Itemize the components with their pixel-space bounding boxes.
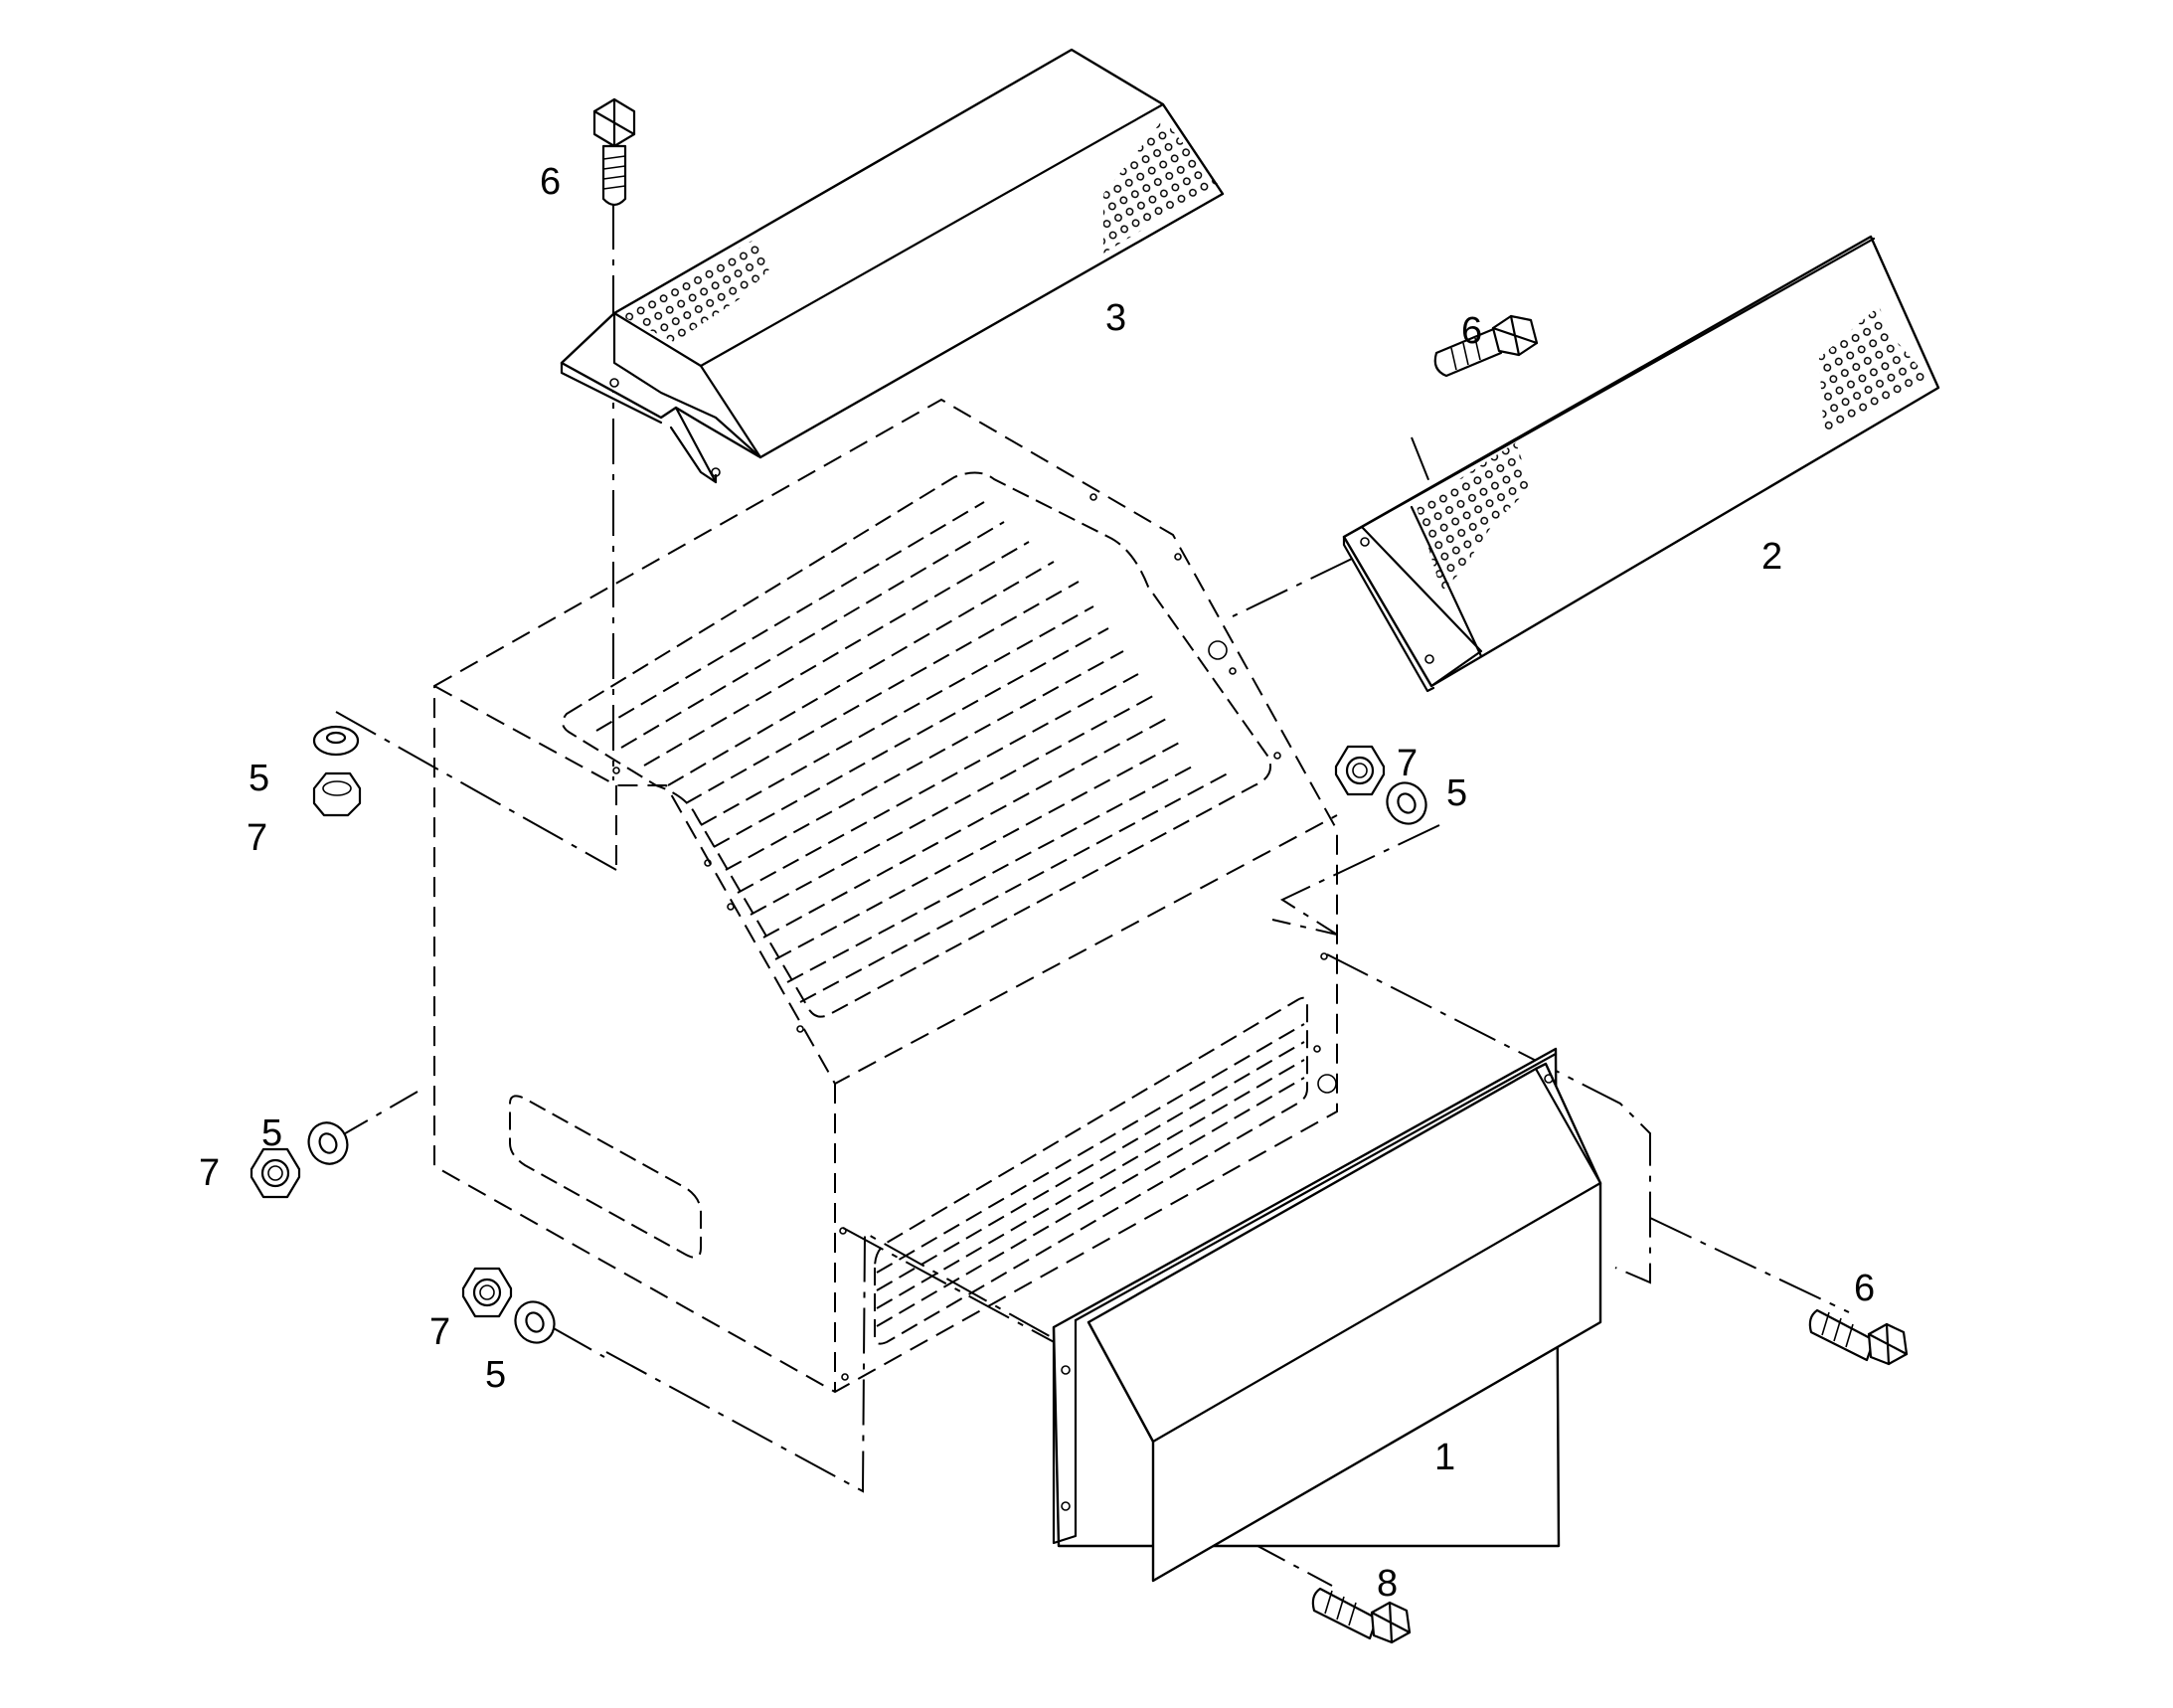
callout-3: 3: [1105, 297, 1126, 339]
callout-5-left-middle: 5: [261, 1112, 282, 1154]
nut-7-right: [1334, 745, 1386, 796]
callout-7-right: 7: [1397, 743, 1418, 784]
callout-6-right-top: 6: [1461, 310, 1482, 352]
washer-5-left-bottom: [506, 1293, 564, 1351]
bolt-8: [1311, 1587, 1412, 1644]
cover-3-top-grille: [560, 48, 1225, 484]
bolt-6-top: [592, 97, 636, 207]
callout-2: 2: [1761, 536, 1782, 578]
nut-7-left-top: [312, 771, 362, 817]
housing-phantom-outline: [433, 398, 1338, 1394]
top-louvre-lines: [595, 501, 1229, 1003]
callout-6-right-bottom: 6: [1854, 1268, 1875, 1309]
bolt-6-right-bottom: [1808, 1308, 1909, 1366]
callout-7-left-bottom: 7: [429, 1311, 450, 1353]
callout-1: 1: [1434, 1437, 1455, 1478]
callout-5-left-top: 5: [249, 758, 269, 799]
nut-7-left-middle: [250, 1147, 301, 1199]
washer-5-left-top: [312, 725, 360, 757]
cover-1-front-grille: [1052, 1047, 1602, 1583]
callout-7-left-middle: 7: [199, 1152, 220, 1194]
callout-6-top: 6: [540, 161, 561, 203]
nut-7-left-bottom: [461, 1267, 513, 1318]
callout-5-left-bottom: 5: [485, 1354, 506, 1396]
bolt-6-right-top: [1433, 314, 1539, 378]
cover-2-side-grille: [1342, 235, 1940, 693]
callout-8: 8: [1377, 1563, 1398, 1605]
callout-labels: 1 2 3 5 5 5 5 6 6 6 7 7 7 7 8: [199, 161, 1875, 1605]
washer-5-left-middle: [300, 1114, 356, 1172]
callout-7-left-top: 7: [247, 817, 267, 859]
callout-5-right: 5: [1446, 772, 1467, 814]
lower-louvre-lines: [876, 1023, 1305, 1327]
